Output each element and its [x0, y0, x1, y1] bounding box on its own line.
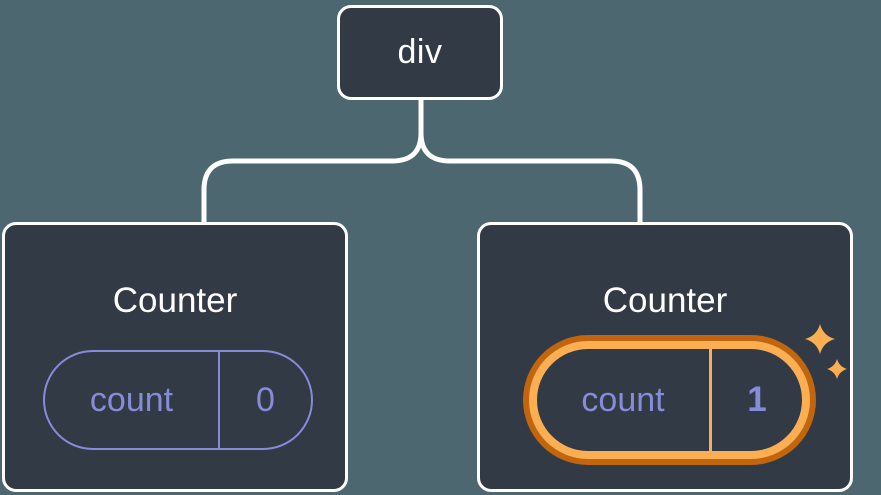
- counter-title: Counter: [602, 281, 728, 320]
- root-node-label: div: [397, 33, 443, 71]
- state-name-label: count: [45, 352, 220, 448]
- counter-card-left: Counter count 0: [2, 222, 348, 492]
- state-pill-highlighted: count 1: [537, 349, 802, 451]
- root-node-div: div: [337, 5, 503, 100]
- counter-card-right: Counter count 1: [477, 222, 853, 492]
- state-value-label: 0: [256, 380, 275, 419]
- state-value-label: 1: [747, 380, 767, 419]
- state-pill: count 0: [43, 350, 313, 450]
- counter-title: Counter: [112, 281, 238, 320]
- state-name-label: count: [537, 349, 712, 451]
- sparkles-icon: [805, 324, 847, 379]
- state-pill-highlight-ring: count 1: [523, 335, 816, 465]
